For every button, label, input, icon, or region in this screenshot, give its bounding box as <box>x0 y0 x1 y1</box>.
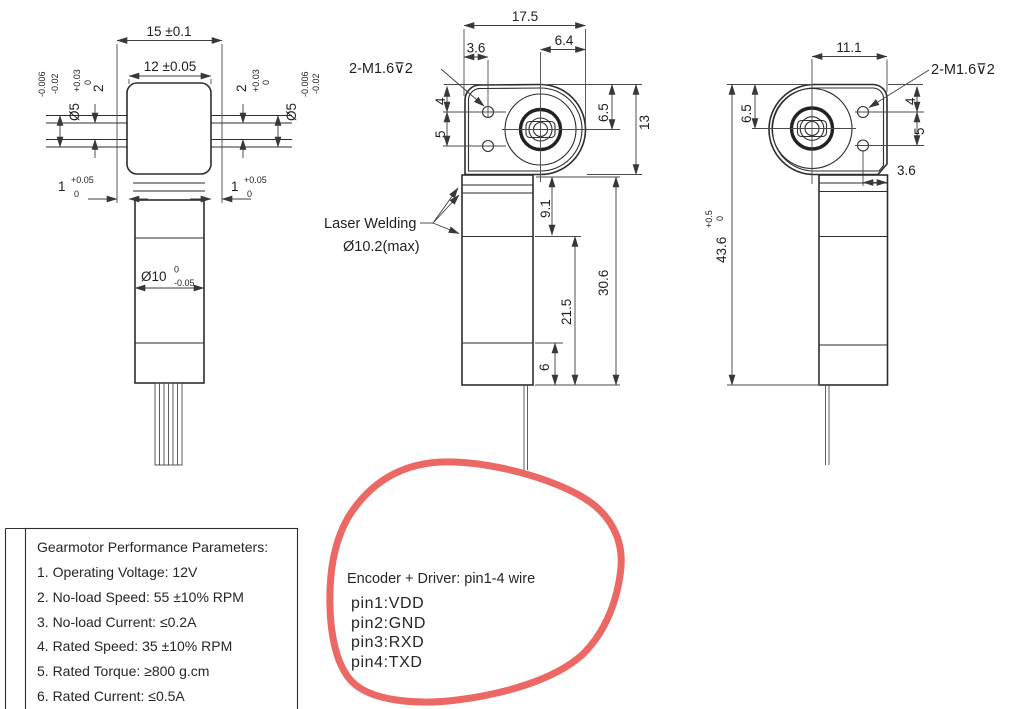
dim-pin-len-right: 2 <box>234 84 249 92</box>
spec-row-rated-torque: 5. Rated Torque: ≥800 g.cm <box>37 663 210 679</box>
annotation-pin2: pin2:GND <box>351 614 427 632</box>
front-view-dimensions: 17.5 3.6 6.4 4 5 6.5 13 9.1 21.5 <box>433 9 652 386</box>
dim-hole-edge-offset: 3.6 <box>897 163 916 178</box>
dim-neck-len: 9.1 <box>538 199 553 218</box>
thread-callout-label: 2-M1.6⊽2 <box>931 62 995 78</box>
dim-step-left: 1 <box>58 179 66 194</box>
left-view-dimensions: 15 ±0.1 12 ±0.05 Ø5 -0.006 -0.02 Ø5 -0.0… <box>37 24 321 292</box>
dim-step-right-tol-lo: 0 <box>247 189 252 199</box>
spec-row-noload-speed: 2. No-load Speed: 55 ±10% RPM <box>37 589 244 605</box>
dim-shaft-center-offset: 6.4 <box>555 33 574 48</box>
thread-callout-front: 2-M1.6⊽2 <box>349 61 485 107</box>
dim-hole-edge-offset: 3.6 <box>467 41 486 56</box>
dim-hole-top-offset: 4 <box>903 97 918 105</box>
dim-step-right-tol-up: +0.05 <box>244 175 267 185</box>
red-highlight-circle <box>326 458 625 706</box>
dim-step-right: 1 <box>231 179 239 194</box>
dim-body-dia: Ø10 <box>141 269 167 284</box>
dim-total-height-tol-up: +0.5 <box>704 210 714 228</box>
dim-shaft-dia-left: Ø5 <box>67 103 82 121</box>
left-view: 15 ±0.1 12 ±0.05 Ø5 -0.006 -0.02 Ø5 -0.0… <box>37 24 321 466</box>
dim-hole-pitch: 5 <box>433 130 448 138</box>
spec-table-frame <box>4 527 299 709</box>
spec-row-noload-current: 3. No-load Current: ≤0.2A <box>37 613 197 630</box>
laser-welding-label: Laser Welding <box>324 216 416 232</box>
dim-width-outer: 15 ±0.1 <box>147 24 192 39</box>
dim-width-total: 17.5 <box>512 9 538 24</box>
thread-callout-label: 2-M1.6⊽2 <box>349 61 413 77</box>
dim-body-dia-tol-lo: -0.05 <box>174 278 195 288</box>
spec-table-title: Gearmotor Performance Parameters: <box>37 539 269 555</box>
dim-shaft-dia-right: Ø5 <box>284 103 299 121</box>
dim-total-height-tol-lo: 0 <box>715 216 725 221</box>
dim-shaft-dia-right-tol-lo: -0.02 <box>311 73 321 94</box>
dim-pin-len-left-tol-lo: 0 <box>83 80 93 85</box>
dim-shaft-dia-left-tol-up: -0.006 <box>37 71 47 97</box>
annotation-pin3: pin3:RXD <box>351 634 425 651</box>
dim-hole-top-offset: 4 <box>433 97 448 105</box>
annotation-pin1: pin1:VDD <box>351 595 425 612</box>
dim-head-height: 13 <box>637 115 652 130</box>
dim-hole-pitch: 5 <box>912 127 927 135</box>
dim-pin-len-right-tol-lo: 0 <box>261 80 271 85</box>
dim-shaft-center-height: 6.5 <box>739 104 754 123</box>
dim-width-top: 11.1 <box>836 40 861 55</box>
dim-body-dia-tol-up: 0 <box>174 265 179 275</box>
dim-tail-len: 6 <box>537 363 552 371</box>
left-view-outline <box>46 82 292 384</box>
dim-step-left-tol-up: +0.05 <box>71 175 94 185</box>
wire-bundle <box>154 382 183 466</box>
laser-welding-callout: Laser Welding Ø10.2(max) <box>324 187 460 255</box>
right-view-dimensions: 11.1 2-M1.6⊽2 6.5 4 5 3.6 43.6 +0.5 0 <box>704 40 995 386</box>
right-view-outline <box>752 59 924 465</box>
front-view: 17.5 3.6 6.4 4 5 6.5 13 9.1 21.5 <box>324 9 652 470</box>
weld-dia-label: Ø10.2(max) <box>343 239 420 255</box>
dim-pin-len-left-tol-up: +0.03 <box>72 69 82 92</box>
dim-width-inner: 12 ±0.05 <box>144 59 196 74</box>
dim-total-height: 43.6 <box>714 237 729 263</box>
annotation-pin4: pin4:TXD <box>351 653 423 671</box>
dim-shaft-center-height: 6.5 <box>596 103 611 122</box>
dim-body-len: 21.5 <box>559 299 574 325</box>
dim-step-left-tol-lo: 0 <box>74 189 79 199</box>
dim-body-total-len: 30.6 <box>596 270 611 296</box>
dim-shaft-dia-left-tol-lo: -0.02 <box>50 73 60 94</box>
front-view-outline <box>443 52 620 470</box>
annotation-heading: Encoder + Driver: pin1-4 wire <box>347 571 536 587</box>
dim-pin-len-left: 2 <box>91 84 106 92</box>
spec-row-voltage: 1. Operating Voltage: 12V <box>37 564 198 580</box>
dim-pin-len-right-tol-up: +0.03 <box>251 69 261 92</box>
spec-row-rated-speed: 4. Rated Speed: 35 ±10% RPM <box>37 638 233 654</box>
dim-shaft-dia-right-tol-up: -0.006 <box>300 71 310 97</box>
spec-row-rated-current: 6. Rated Current: ≤0.5A <box>37 687 185 704</box>
right-view: 11.1 2-M1.6⊽2 6.5 4 5 3.6 43.6 +0.5 0 <box>704 40 995 465</box>
